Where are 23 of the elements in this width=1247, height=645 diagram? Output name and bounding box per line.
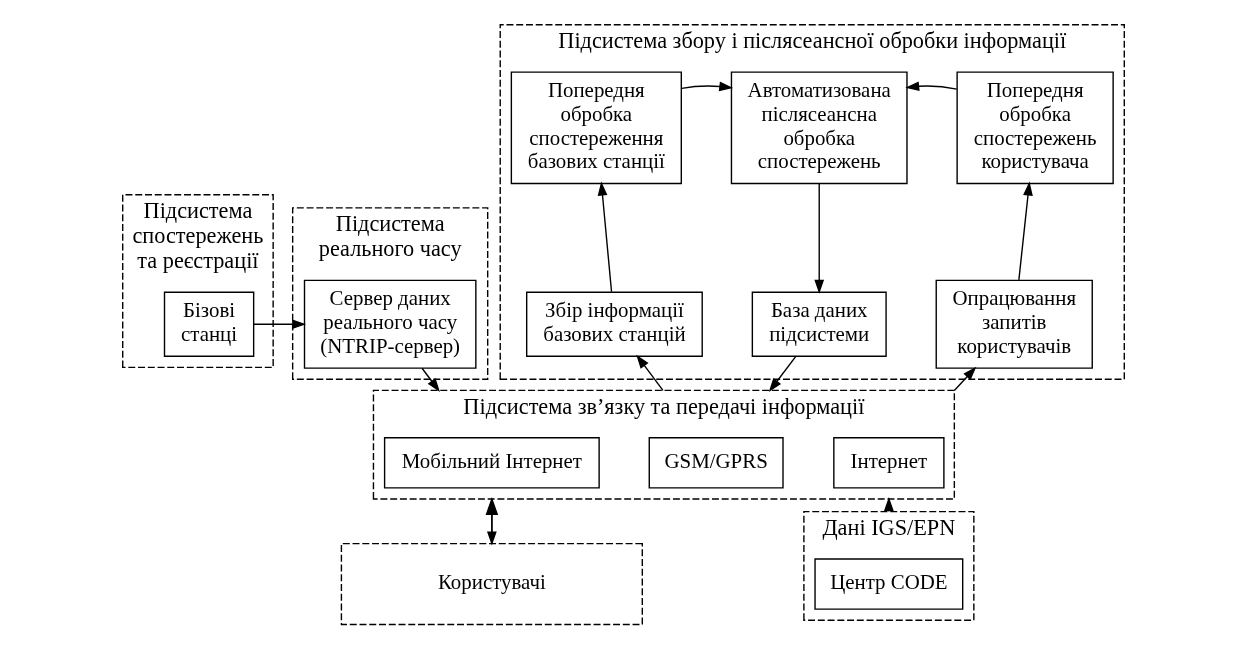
arrow <box>680 81 734 92</box>
node-box: GSM/GPRS <box>648 437 784 489</box>
arrow <box>1018 181 1033 281</box>
node-box: Мобільний Інтернет <box>383 437 600 489</box>
arrow <box>253 319 307 330</box>
arrow <box>953 366 977 392</box>
arrow <box>814 182 825 294</box>
node-box: Інтернет <box>833 437 945 489</box>
node-box: Центр CODE <box>814 558 964 610</box>
node-box: Користувачі <box>340 542 643 626</box>
node-box: Автоматизована післясеансна обробка спостережень <box>730 71 908 185</box>
arrow <box>905 81 958 92</box>
node-box: Збір інформації базових станцій <box>526 291 703 357</box>
node-box: Попередня обробка спостережень користувача <box>956 71 1114 185</box>
node-box: База даних підсистеми <box>751 291 887 357</box>
arrow <box>636 354 664 392</box>
node-box: Бізові станці <box>163 291 255 357</box>
arrow <box>768 355 797 393</box>
node-box: Опрацювання запитів користувачів <box>935 279 1093 369</box>
node-box: Сервер даних реального часу (NTRIP-сервер) <box>303 279 477 369</box>
arrow <box>597 181 613 293</box>
arrow <box>421 367 440 393</box>
node-box: Попередня обробка спостереження базових станції <box>510 71 682 185</box>
